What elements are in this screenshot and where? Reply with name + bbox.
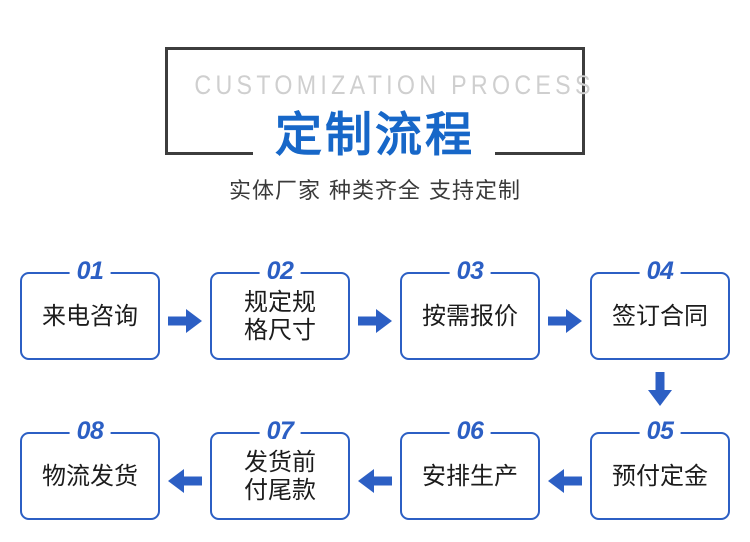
step-label-04: 签订合同 <box>612 301 708 330</box>
step-label-07: 发货前付尾款 <box>244 447 316 504</box>
step-number-01: 01 <box>69 259 111 284</box>
page-title: 定制流程 <box>275 108 475 163</box>
step-number-03: 03 <box>449 259 491 284</box>
step-number-06: 06 <box>449 419 491 444</box>
step-number-04: 04 <box>639 259 681 284</box>
arrow-02-to-03 <box>358 308 392 334</box>
process-step-07[interactable]: 07 发货前付尾款 <box>210 419 350 520</box>
process-step-06[interactable]: 06 安排生产 <box>400 419 540 520</box>
arrow-06-to-07 <box>358 468 392 494</box>
page-subtitle: 实体厂家 种类齐全 支持定制 <box>229 179 521 204</box>
arrow-04-to-05 <box>647 372 673 406</box>
arrow-05-to-06 <box>548 468 582 494</box>
process-step-01[interactable]: 01 来电咨询 <box>20 259 160 360</box>
header-eyebrow-text: CUSTOMIZATION PROCESS <box>194 70 595 100</box>
header-banner: CUSTOMIZATION PROCESS 定制流程 实体厂家 种类齐全 支持定… <box>0 0 750 230</box>
arrow-07-to-08 <box>168 468 202 494</box>
step-label-06: 安排生产 <box>422 461 518 490</box>
step-label-01: 来电咨询 <box>42 301 138 330</box>
process-step-05[interactable]: 05 预付定金 <box>590 419 730 520</box>
step-number-05: 05 <box>639 419 681 444</box>
step-label-05: 预付定金 <box>612 461 708 490</box>
step-number-08: 08 <box>69 419 111 444</box>
step-label-08: 物流发货 <box>42 461 138 490</box>
arrow-01-to-02 <box>168 308 202 334</box>
process-step-04[interactable]: 04 签订合同 <box>590 259 730 360</box>
header-frame-gap <box>253 148 495 160</box>
arrow-03-to-04 <box>548 308 582 334</box>
step-number-02: 02 <box>259 259 301 284</box>
step-label-02: 规定规格尺寸 <box>244 287 316 344</box>
step-label-03: 按需报价 <box>422 301 518 330</box>
process-step-03[interactable]: 03 按需报价 <box>400 259 540 360</box>
step-number-07: 07 <box>259 419 301 444</box>
process-step-02[interactable]: 02 规定规格尺寸 <box>210 259 350 360</box>
process-step-08[interactable]: 08 物流发货 <box>20 419 160 520</box>
